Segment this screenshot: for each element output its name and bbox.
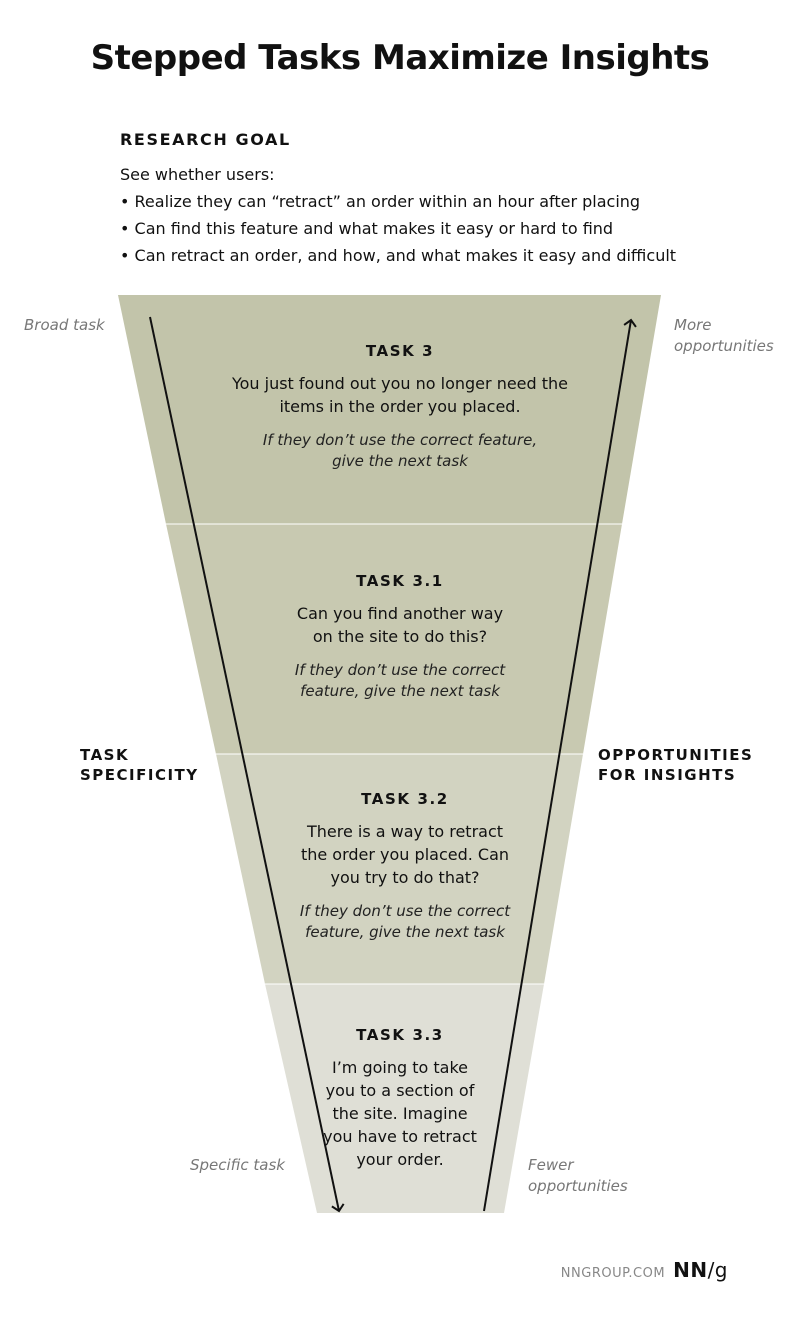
- research-goal-item: Can find this feature and what makes it …: [120, 215, 760, 242]
- research-goal-item: Can retract an order, and how, and what …: [120, 242, 760, 269]
- page-title: Stepped Tasks Maximize Insights: [90, 38, 710, 78]
- research-goal-heading: RESEARCH GOAL: [120, 130, 291, 149]
- task-text-line: You just found out you no longer need th…: [231, 374, 569, 393]
- opportunities-arrow: [483, 318, 637, 1212]
- task-specificity-line: SPECIFICITY: [80, 766, 199, 784]
- task-text-line: the site. Imagine: [332, 1104, 468, 1123]
- task-text-line: you try to do that?: [330, 868, 480, 887]
- task-title: TASK 3.2: [361, 790, 449, 808]
- funnel-band-task-3: [118, 295, 661, 524]
- task-note-line: feature, give the next task: [300, 682, 500, 700]
- research-goal-intro: See whether users:: [120, 165, 275, 184]
- nngroup-logo: NN/g: [673, 1258, 728, 1282]
- task-3-2: TASK 3.2 There is a way to retract the o…: [255, 790, 555, 943]
- task-text-line: you have to retract: [323, 1127, 477, 1146]
- research-goal: RESEARCH GOAL See whether users: Realize…: [120, 130, 760, 269]
- research-goal-list: Realize they can “retract” an order with…: [120, 188, 760, 269]
- task-title: TASK 3.1: [356, 572, 444, 590]
- research-goal-item: Realize they can “retract” an order with…: [120, 188, 760, 215]
- task-note-line: feature, give the next task: [305, 923, 505, 941]
- fewer-opportunities-line: Fewer: [528, 1156, 574, 1174]
- task-text-line: There is a way to retract: [306, 822, 504, 841]
- more-opportunities-label: More opportunities: [674, 315, 774, 357]
- task-text-line: on the site to do this?: [312, 627, 488, 646]
- footer-site: NNGROUP.COM: [560, 1266, 666, 1281]
- funnel-band-task-3-2: [216, 754, 583, 984]
- broad-task-label: Broad task: [24, 316, 105, 334]
- task-3-1: TASK 3.1 Can you find another way on the…: [240, 572, 560, 702]
- task-text: You just found out you no longer need th…: [190, 372, 610, 418]
- specificity-arrow: [149, 316, 345, 1213]
- task-text-line: I’m going to take: [331, 1058, 468, 1077]
- task-note: If they don’t use the correct feature, g…: [255, 901, 555, 943]
- task-text-line: the order you placed. Can: [300, 845, 510, 864]
- fewer-opportunities-line: opportunities: [528, 1177, 628, 1195]
- more-opportunities-line: opportunities: [674, 337, 774, 355]
- task-note: If they don’t use the correct feature, g…: [190, 430, 610, 472]
- task-3-3: TASK 3.3 I’m going to take you to a sect…: [290, 1026, 510, 1171]
- funnel-band-task-3-1: [166, 524, 622, 754]
- opportunities-for-insights-line: FOR INSIGHTS: [598, 766, 737, 784]
- task-text: There is a way to retract the order you …: [255, 820, 555, 889]
- opportunities-for-insights-label: OPPORTUNITIES FOR INSIGHTS: [598, 745, 753, 785]
- task-text-line: Can you find another way: [296, 604, 504, 623]
- opportunities-for-insights-line: OPPORTUNITIES: [598, 746, 754, 764]
- task-text-line: items in the order you placed.: [279, 397, 521, 416]
- logo-suffix: /g: [707, 1258, 728, 1282]
- task-note-line: If they don’t use the correct: [299, 902, 511, 920]
- fewer-opportunities-label: Fewer opportunities: [528, 1155, 628, 1197]
- task-note-line: If they don’t use the correct: [294, 661, 506, 679]
- task-note-line: If they don’t use the correct feature,: [262, 431, 538, 449]
- more-opportunities-line: More: [674, 316, 712, 334]
- task-text: Can you find another way on the site to …: [240, 602, 560, 648]
- task-note-line: give the next task: [332, 452, 468, 470]
- task-3: TASK 3 You just found out you no longer …: [190, 342, 610, 472]
- funnel-band-task-3-3: [265, 984, 544, 1213]
- task-specificity-label: TASK SPECIFICITY: [80, 745, 199, 785]
- task-text-line: your order.: [356, 1150, 444, 1169]
- specific-task-label: Specific task: [190, 1156, 285, 1174]
- footer: NNGROUP.COM NN/g: [561, 1258, 728, 1282]
- task-text-line: you to a section of: [325, 1081, 475, 1100]
- task-title: TASK 3.3: [356, 1026, 444, 1044]
- task-note: If they don’t use the correct feature, g…: [240, 660, 560, 702]
- task-title: TASK 3: [365, 342, 435, 360]
- logo-main: NN: [673, 1258, 708, 1282]
- task-specificity-line: TASK: [80, 746, 130, 764]
- task-text: I’m going to take you to a section of th…: [290, 1056, 510, 1171]
